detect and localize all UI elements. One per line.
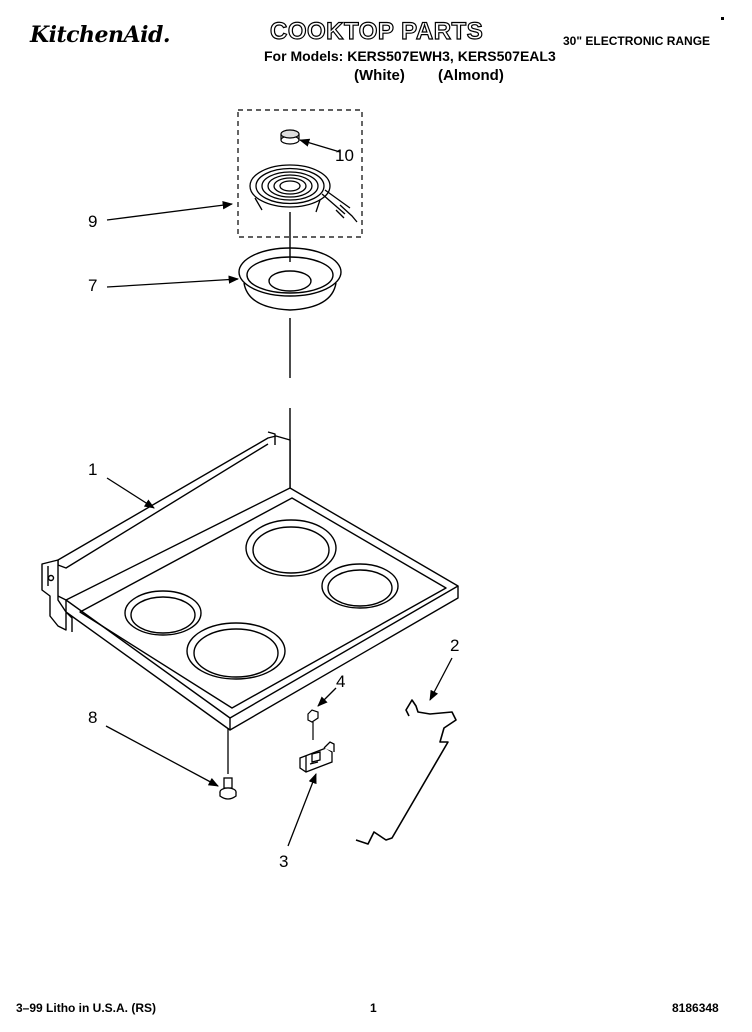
leader-9 [106, 201, 234, 221]
product-subtitle: 30" ELECTRONIC RANGE [563, 34, 711, 48]
callout-10: 10 [335, 146, 354, 165]
leader-10 [299, 138, 341, 153]
callout-3: 3 [279, 852, 289, 871]
callout-4: 4 [336, 672, 346, 691]
leader-1 [106, 477, 155, 509]
models-line: For Models: KERS507EWH3, KERS507EAL3 [264, 48, 556, 64]
color-almond-label: (Almond) [438, 67, 504, 84]
leader-3 [287, 773, 317, 847]
part-10-cap [280, 129, 300, 145]
callout-2: 2 [450, 636, 460, 655]
part-4-screw [307, 709, 319, 740]
page-title: COOKTOP PARTS [269, 17, 484, 45]
leader-2 [429, 657, 453, 701]
footer-part-number: 8186348 [672, 1001, 719, 1015]
part-1-cooktop [41, 431, 459, 731]
part-2-support-rod [355, 699, 457, 845]
leader-lines [105, 138, 453, 847]
leader-7 [106, 275, 240, 288]
color-white-label: (White) [354, 67, 405, 84]
part-8-screw [219, 777, 237, 800]
part-3-bracket [299, 741, 335, 773]
callout-7: 7 [88, 276, 98, 295]
brand-logo: KitchenAid. [30, 22, 171, 48]
part-9-surface-element [249, 164, 358, 223]
leader-8 [105, 725, 219, 787]
callout-9: 9 [88, 212, 98, 231]
callout-1: 1 [88, 460, 98, 479]
footer-page-number: 1 [370, 1001, 377, 1015]
footer-print-info: 3–99 Litho in U.S.A. (RS) [16, 1001, 157, 1015]
leader-4 [317, 687, 337, 707]
callout-8: 8 [88, 708, 98, 727]
corner-mark [721, 17, 724, 20]
